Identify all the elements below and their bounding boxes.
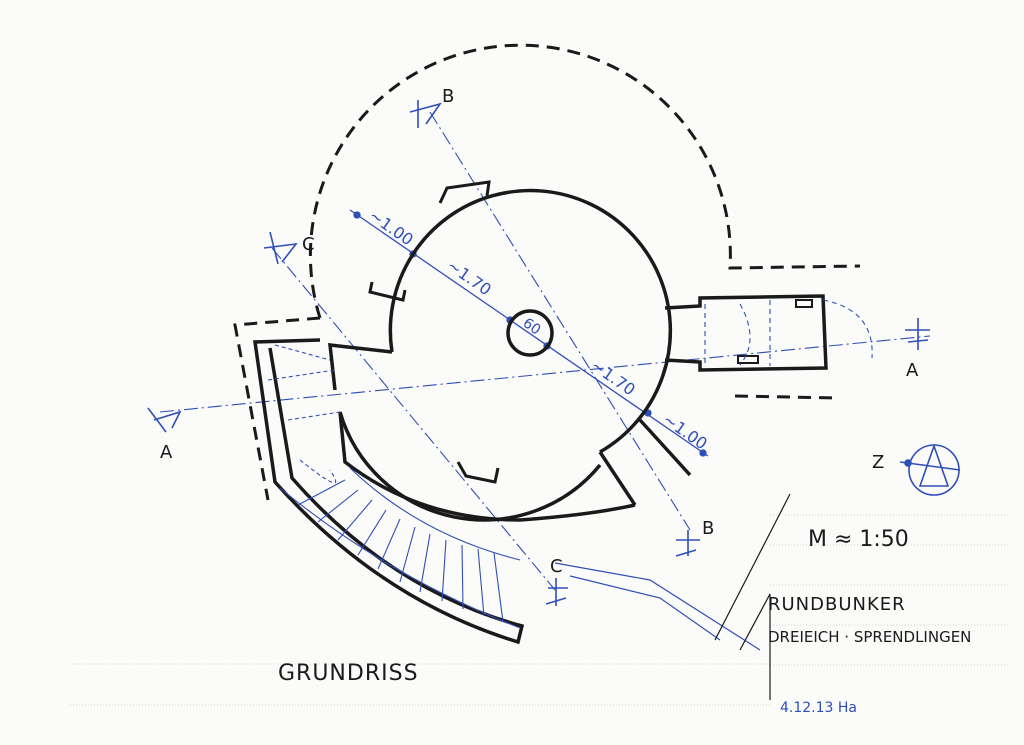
section-label-c-bottom: C [550, 556, 563, 577]
axis-lines [159, 111, 931, 591]
east-entrance [664, 294, 828, 372]
site-lines-black [714, 493, 791, 700]
section-label-a-right: A [906, 360, 919, 381]
arrow-c-bottom [545, 578, 568, 606]
project-name-line2: DREIEICH · SPRENDLINGEN [768, 628, 971, 646]
wall-niches [368, 180, 500, 484]
project-name-line1: RUNDBUNKER [768, 594, 906, 615]
drawing-title: GRUNDRISS [278, 661, 419, 686]
section-label-c-top: C [302, 234, 315, 255]
site-lines [554, 562, 761, 651]
date-signature: 4.12.13 Ha [780, 700, 857, 716]
east-entrance-blue [704, 299, 873, 366]
arrow-b-bottom [675, 530, 700, 557]
orientation-symbol [899, 443, 961, 496]
dimension-outer-upper: ~1.00 [366, 206, 417, 250]
southeast-passage [598, 418, 692, 506]
section-label-a-left: A [160, 442, 173, 463]
dimension-center: 60 [520, 315, 544, 338]
section-line-b [429, 111, 691, 531]
section-line-c [271, 247, 556, 591]
outer-dashed-outline [233, 43, 861, 501]
section-label-b-top: B [442, 86, 454, 107]
sheet-rules [70, 514, 1010, 706]
arrow-b-top [409, 100, 442, 128]
scale-label: M ≈ 1:50 [808, 527, 909, 552]
centre-column [506, 309, 554, 357]
section-label-b-bottom: B [702, 518, 714, 539]
arrow-c-top [263, 231, 298, 265]
section-line-a [159, 335, 931, 413]
stair-treads [267, 344, 521, 629]
arrow-a-right [905, 318, 930, 350]
section-arrows [147, 100, 930, 606]
inner-chamber [328, 188, 673, 522]
orientation-label: Z [872, 452, 884, 473]
arrow-a-left [147, 407, 182, 433]
dimension-outer-lower: ~1.00 [660, 410, 711, 454]
stair-enclosure [252, 338, 525, 645]
dimension-inner-upper: ~1.70 [444, 256, 495, 300]
